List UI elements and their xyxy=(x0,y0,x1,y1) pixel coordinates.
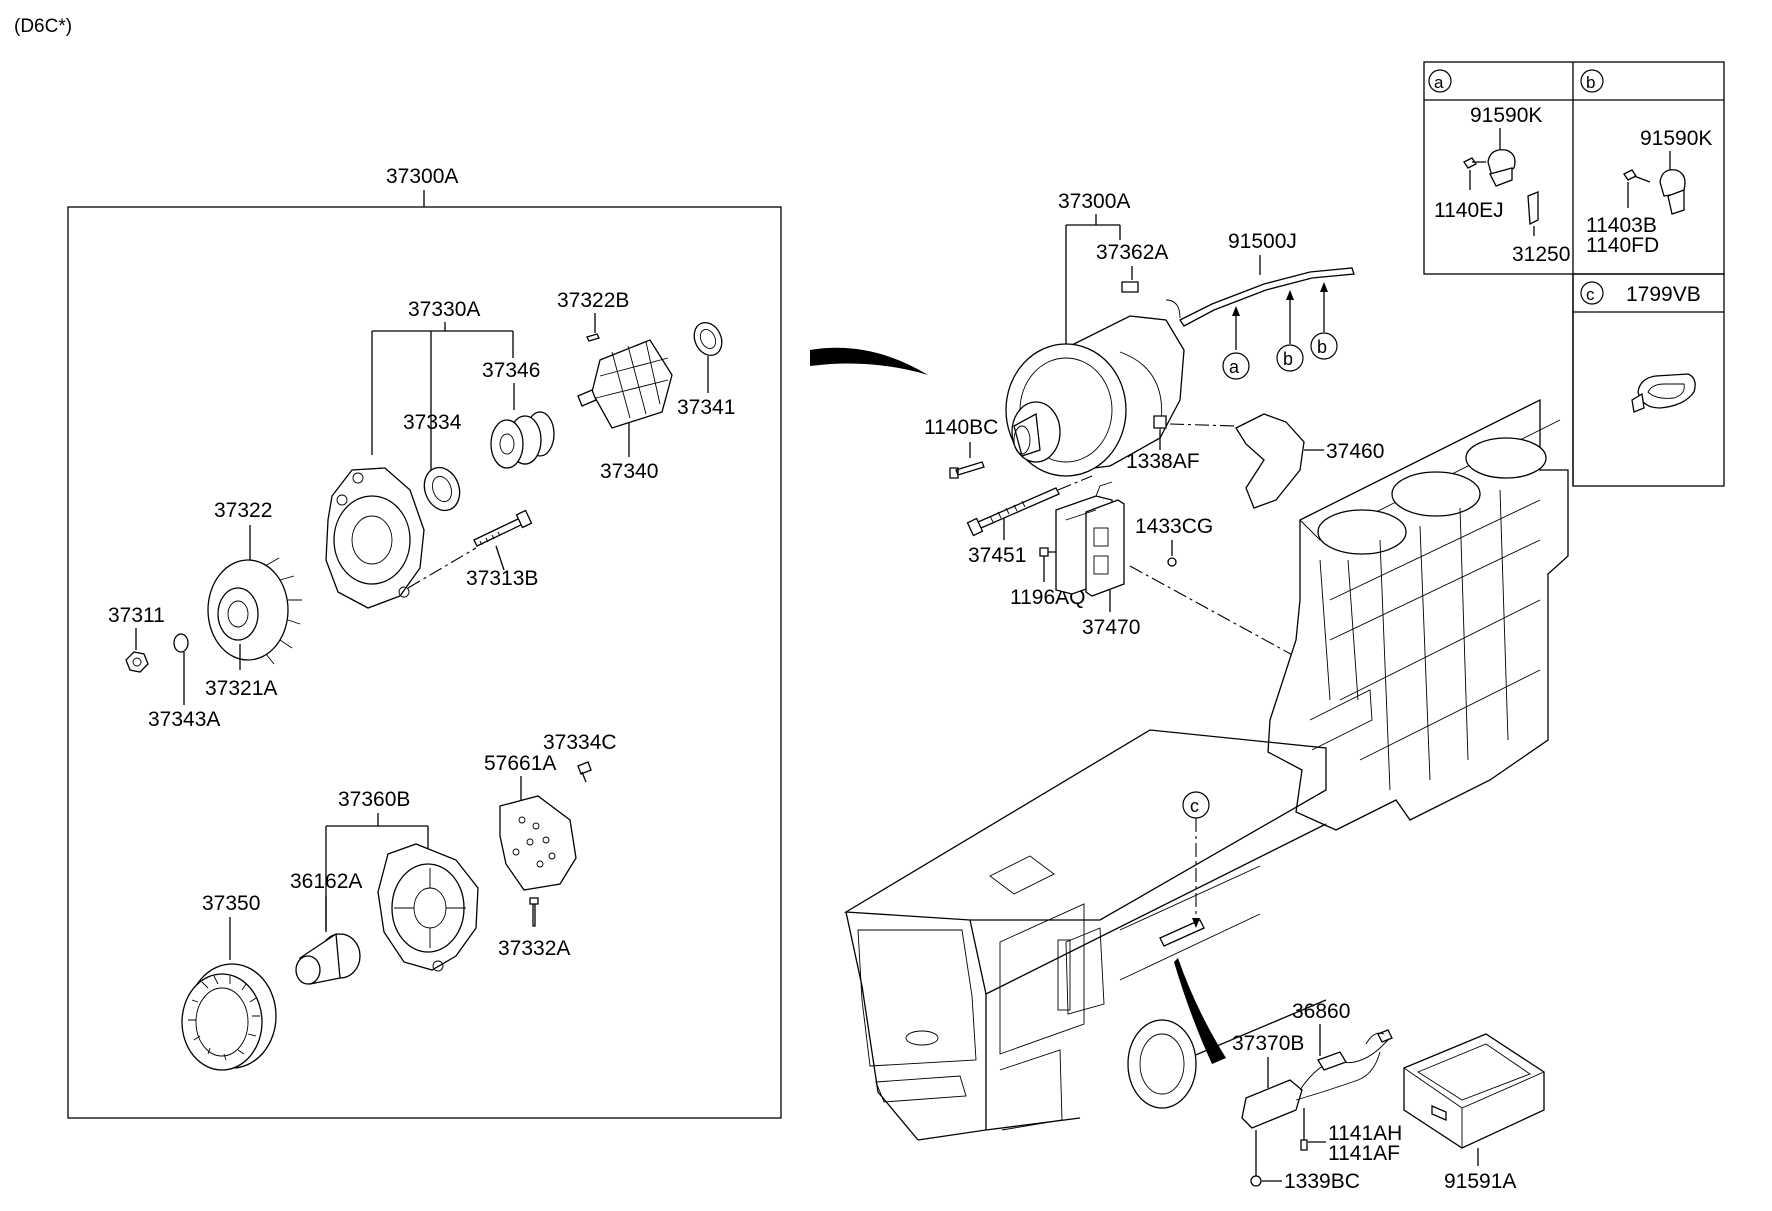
bearing-36162A-icon xyxy=(295,932,361,985)
rear-housing-37360B-icon xyxy=(377,843,479,972)
detail-b-circle xyxy=(1580,69,1604,93)
detail-a-1140EJ: 1140EJ xyxy=(1434,199,1504,222)
seal-ring-37341-icon xyxy=(693,321,723,357)
label-37460: 37460 xyxy=(1326,440,1384,463)
detail-b-1140FD: 1140FD xyxy=(1586,234,1659,257)
label-37341: 37341 xyxy=(677,396,735,419)
label-37300A-assembly: 37300A xyxy=(1058,190,1130,213)
detail-b-11403B: 11403B xyxy=(1586,214,1657,237)
label-37334: 37334 xyxy=(403,411,462,434)
label-37370B: 37370B xyxy=(1232,1032,1304,1055)
detail-c-1799VB: 1799VB xyxy=(1626,283,1701,306)
callout-b1-letter: b xyxy=(1283,349,1293,369)
clip-1799VB-icon xyxy=(1631,373,1696,413)
label-37311: 37311 xyxy=(108,604,165,627)
nut-1339BC-icon xyxy=(1250,1175,1262,1187)
label-37346: 37346 xyxy=(482,359,540,382)
label-37300A-box: 37300A xyxy=(386,165,458,188)
detail-b-91590K: 91590K xyxy=(1640,127,1712,150)
detail-a-31250: 31250 xyxy=(1512,243,1570,266)
label-37343A: 37343A xyxy=(148,708,220,731)
bolt-1140BC-icon xyxy=(949,461,985,479)
bracket-37470-icon xyxy=(1055,481,1125,597)
label-37330A: 37330A xyxy=(408,298,480,321)
label-37322B: 37322B xyxy=(557,289,629,312)
callout-c-letter: c xyxy=(1190,796,1199,816)
engine-block-icon xyxy=(1267,398,1569,831)
label-1141AF: 1141AF xyxy=(1328,1142,1400,1165)
label-1338AF: 1338AF xyxy=(1126,450,1200,473)
stator-37350-icon xyxy=(181,963,277,1071)
model-code-label: (D6C*) xyxy=(14,16,72,37)
clamp-91590K-a-icon xyxy=(1463,149,1539,226)
label-37332A: 37332A xyxy=(498,937,570,960)
label-37340: 37340 xyxy=(600,460,658,483)
bus-vehicle-icon xyxy=(843,729,1327,1141)
label-37362A: 37362A xyxy=(1096,241,1168,264)
pin-1433CG-icon xyxy=(1167,557,1177,567)
clamp-91590K-b-icon xyxy=(1623,169,1686,215)
detail-a-91590K: 91590K xyxy=(1470,104,1542,127)
label-91591A: 91591A xyxy=(1444,1170,1516,1193)
label-37334C: 37334C xyxy=(543,731,617,754)
fan-pulley-37322-icon xyxy=(207,557,302,665)
washer-37343A-icon xyxy=(173,633,189,653)
screw-37332A-icon xyxy=(529,897,539,927)
label-37322: 37322 xyxy=(214,499,272,522)
terminal-37362A-icon xyxy=(1121,281,1139,293)
label-1433CG: 1433CG xyxy=(1135,515,1213,538)
detail-c-letter: c xyxy=(1586,285,1595,304)
label-37470: 37470 xyxy=(1082,616,1140,639)
label-1141AH: 1141AH xyxy=(1328,1122,1402,1145)
label-37350: 37350 xyxy=(202,892,260,915)
front-housing-37330A-icon xyxy=(325,467,425,609)
assembly-arrow-icon xyxy=(810,347,928,375)
label-37360B: 37360B xyxy=(338,788,410,811)
detail-c-circle xyxy=(1580,281,1604,305)
detail-table: a b c 91590K 1140EJ 31250 91590K 11403B … xyxy=(1423,61,1725,487)
tray-91591A-icon xyxy=(1403,1033,1545,1149)
bearing-37346-icon xyxy=(490,411,555,469)
label-57661A: 57661A xyxy=(484,752,556,775)
wiring-harness-91500J-icon xyxy=(1165,267,1355,327)
battery-area: 36860 37370B 1141AH 1141AF 1339BC 91591A xyxy=(1232,1000,1545,1193)
alternator-exploded-box: 37300A 37330A 37322B 37346 37334 37341 xyxy=(67,165,782,1119)
nut-1338AF-icon xyxy=(1153,415,1167,429)
label-36162A: 36162A xyxy=(290,870,362,893)
label-1140BC: 1140BC xyxy=(924,416,998,439)
label-37321A: 37321A xyxy=(205,677,277,700)
screw-37334C-icon xyxy=(577,761,592,783)
label-1339BC: 1339BC xyxy=(1284,1170,1360,1193)
engine-assembly-area: 37300A 37362A 91500J a b b xyxy=(924,190,1384,659)
label-91500J: 91500J xyxy=(1228,230,1297,253)
sensor-37370B-icon xyxy=(1241,1029,1393,1129)
key-part-icon xyxy=(586,333,600,342)
detail-b-letter: b xyxy=(1586,73,1595,92)
rotor-37340-icon xyxy=(577,339,673,429)
alternator-assembly-icon xyxy=(1005,315,1185,477)
callout-b2-circle xyxy=(1310,332,1338,360)
label-37451: 37451 xyxy=(968,544,1026,567)
detail-arrow-icon xyxy=(1174,958,1226,1064)
bolt-37451-icon xyxy=(966,487,1060,537)
bearing-37334-icon xyxy=(423,466,461,512)
nut-37311-icon xyxy=(125,651,149,673)
bracket-37460-icon xyxy=(1235,413,1305,509)
callout-b1-circle xyxy=(1276,344,1304,372)
detail-a-letter: a xyxy=(1434,73,1444,92)
screw-1141-icon xyxy=(1300,1139,1308,1151)
label-37313B: 37313B xyxy=(466,567,538,590)
cover-57661A-icon xyxy=(499,795,577,891)
label-36860: 36860 xyxy=(1292,1000,1350,1023)
callout-a-letter: a xyxy=(1229,357,1240,377)
callout-a-circle xyxy=(1222,352,1250,380)
bolt-37313B-icon xyxy=(473,509,533,547)
detail-a-circle xyxy=(1428,69,1452,93)
callout-b2-letter: b xyxy=(1317,337,1327,357)
